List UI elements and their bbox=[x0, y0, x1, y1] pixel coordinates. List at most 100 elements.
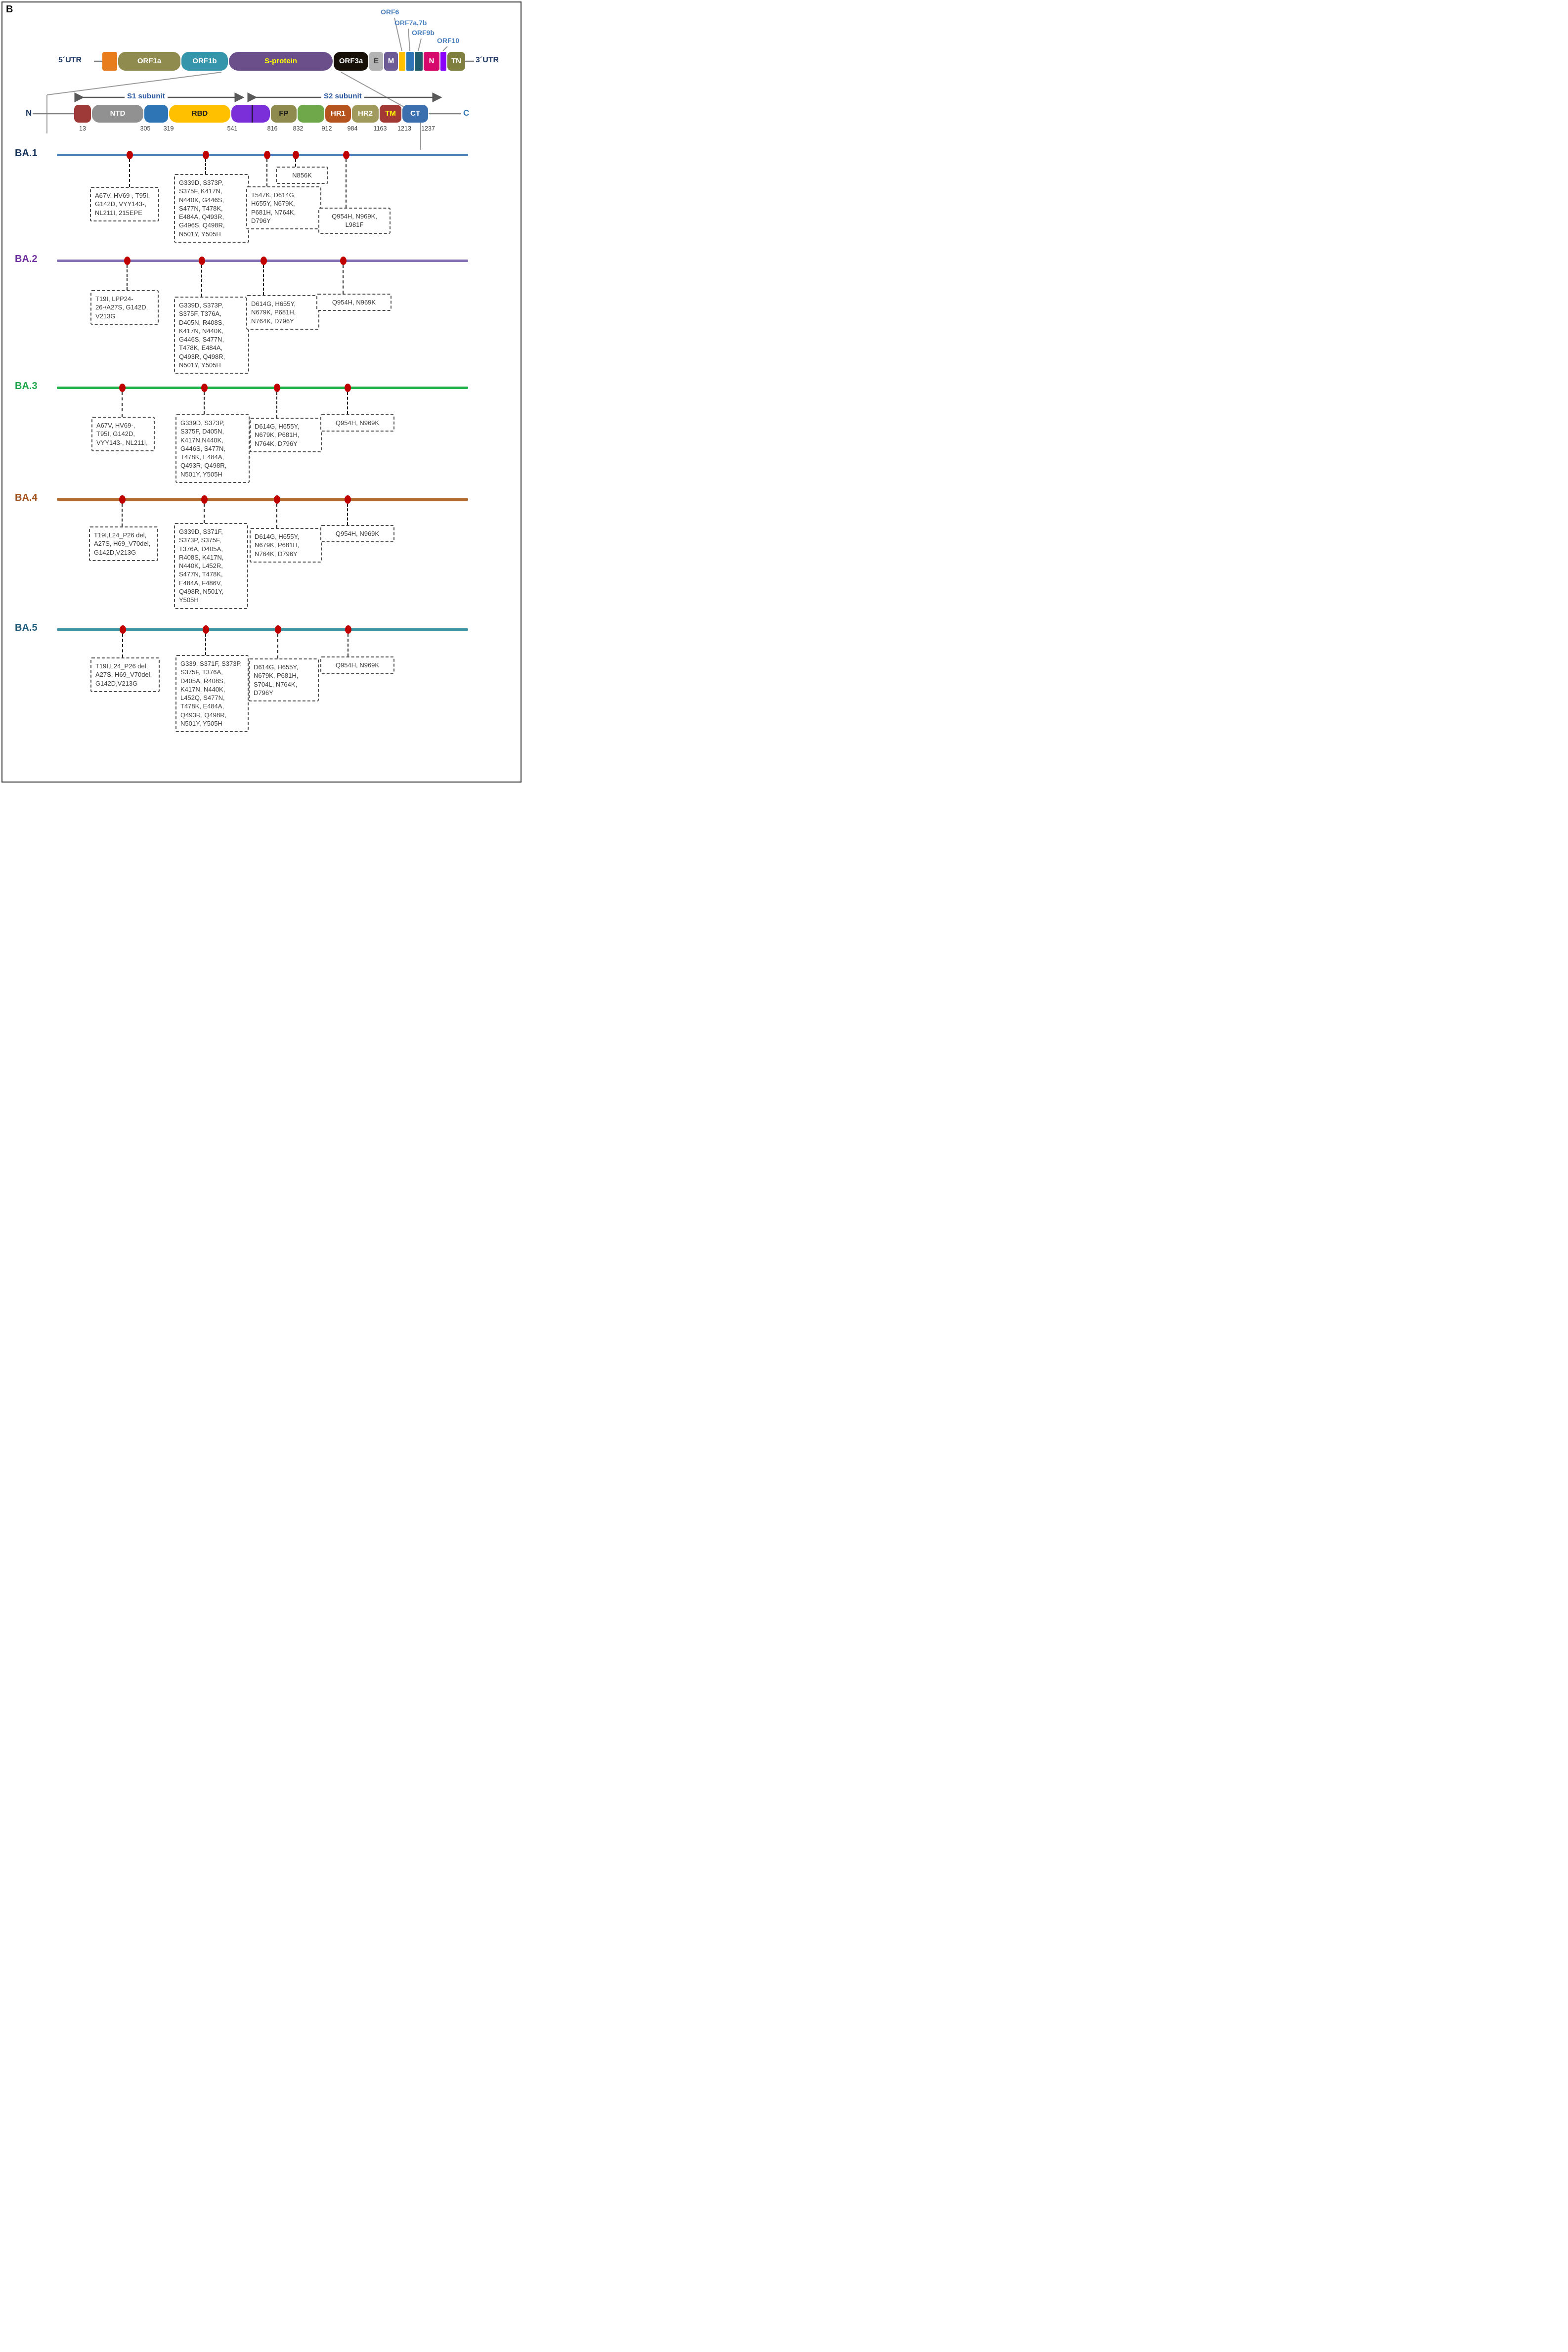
c-terminus-label: C bbox=[463, 108, 470, 118]
genome-segment-orf9b bbox=[415, 52, 423, 71]
spike-domain-fp: FP bbox=[271, 105, 297, 123]
genome-segment-leader bbox=[102, 52, 117, 71]
mutation-box: Q954H, N969K bbox=[320, 414, 394, 432]
spike-domain-ct: CT bbox=[402, 105, 428, 123]
spike-domain-sd bbox=[231, 105, 270, 123]
variant-label-ba2: BA.2 bbox=[15, 254, 38, 264]
residue-position: 984 bbox=[347, 125, 358, 132]
mutation-box: G339, S371F, S373P, S375F, T376A, D405A,… bbox=[175, 655, 249, 733]
orf7a7b-leader-line bbox=[408, 28, 410, 51]
callout-connector bbox=[122, 504, 123, 526]
mutation-dot bbox=[120, 625, 126, 634]
genome-segment-orf7a7b bbox=[406, 52, 414, 71]
mutation-dot bbox=[275, 625, 281, 634]
genome-segment-orf1b: ORF1b bbox=[181, 52, 228, 71]
variant-line-ba1 bbox=[57, 154, 468, 156]
mutation-box: T19I,L24_P26 del, A27S, H69_V70del, G142… bbox=[89, 526, 158, 561]
residue-position: 305 bbox=[140, 125, 151, 132]
mutation-dot bbox=[345, 384, 351, 392]
spike-domain-signal bbox=[74, 105, 91, 123]
mutation-dot bbox=[261, 257, 267, 265]
mutation-box: A67V, HV69-, T95I, G142D, VYY143-, NL211… bbox=[90, 187, 159, 221]
callout-connector bbox=[204, 504, 205, 523]
callout-connector bbox=[205, 159, 206, 174]
mutation-box: D614G, H655Y, N679K, P681H, N764K, D796Y bbox=[250, 418, 322, 452]
callout-connector bbox=[201, 265, 202, 297]
callout-connector bbox=[266, 159, 267, 186]
callout-connector bbox=[276, 392, 277, 418]
utr5-label: 5´UTR bbox=[58, 56, 82, 64]
callout-connector bbox=[122, 634, 123, 657]
mutation-dot bbox=[345, 495, 351, 504]
variant-label-ba1: BA.1 bbox=[15, 148, 38, 159]
callout-connector bbox=[277, 634, 278, 658]
callout-connector bbox=[263, 265, 264, 295]
residue-position: 1163 bbox=[373, 125, 387, 132]
residue-position: 832 bbox=[293, 125, 304, 132]
mutation-dot bbox=[119, 384, 126, 392]
variant-label-ba3: BA.3 bbox=[15, 381, 38, 392]
mutation-box: Q954H, N969K bbox=[320, 656, 394, 674]
genome-segment-n: N bbox=[424, 52, 439, 71]
genome-segment-e: E bbox=[369, 52, 383, 71]
spike-domain-linker2 bbox=[298, 105, 324, 123]
callout-connector bbox=[205, 634, 206, 655]
spike-domain-tm: TM bbox=[380, 105, 401, 123]
orf10-callout-label: ORF10 bbox=[437, 37, 460, 44]
mutation-dot bbox=[274, 495, 280, 504]
genome-segment-orf6 bbox=[399, 52, 405, 71]
mutation-dot bbox=[199, 257, 205, 265]
mutation-dot bbox=[343, 151, 349, 159]
residue-position: 816 bbox=[267, 125, 278, 132]
variant-label-ba4: BA.4 bbox=[15, 492, 38, 503]
mutation-dot bbox=[201, 384, 208, 392]
mutation-box: Q954H, N969K bbox=[316, 294, 392, 311]
residue-position: 1237 bbox=[421, 125, 435, 132]
spike-domain-rbd: RBD bbox=[169, 105, 230, 123]
genome-segment-orf3a: ORF3a bbox=[334, 52, 368, 71]
orf9b-callout-label: ORF9b bbox=[412, 29, 435, 37]
figure-label: B bbox=[6, 4, 13, 15]
callout-connector bbox=[129, 159, 130, 187]
mutation-dot bbox=[203, 625, 209, 634]
genome-segment-tn: TN bbox=[447, 52, 465, 71]
mutation-box: N856K bbox=[276, 167, 328, 184]
s1-subunit-label: S1 subunit bbox=[125, 92, 168, 100]
mutation-box: T19I,L24_P26 del, A27S, H69_V70del, G142… bbox=[90, 657, 160, 692]
orf7a7b-callout-label: ORF7a,7b bbox=[394, 19, 427, 27]
callout-connector bbox=[127, 265, 128, 290]
mutation-box: Q954H, N969K bbox=[320, 525, 394, 543]
residue-position: 319 bbox=[163, 125, 174, 132]
callout-connector bbox=[295, 159, 296, 167]
mutation-box: G339D, S373P, S375F, K417N, N440K, G446S… bbox=[174, 174, 249, 243]
variant-line-ba4 bbox=[57, 498, 468, 501]
mutation-box: Q954H, N969K, L981F bbox=[318, 208, 391, 234]
mutation-dot bbox=[274, 384, 280, 392]
callout-connector bbox=[276, 504, 277, 528]
variant-label-ba5: BA.5 bbox=[15, 622, 38, 633]
orf9b-leader-line bbox=[418, 38, 422, 51]
variant-line-ba3 bbox=[57, 387, 468, 389]
mutation-dot bbox=[119, 495, 126, 504]
orf10-leader-line bbox=[442, 46, 448, 51]
orf6-callout-label: ORF6 bbox=[381, 8, 399, 16]
callout-connector bbox=[347, 504, 348, 525]
residue-position: 912 bbox=[321, 125, 332, 132]
spike-domain-linker1 bbox=[144, 105, 168, 123]
n-terminus-label: N bbox=[26, 108, 32, 118]
mutation-box: G339D, S373P, S375F, D405N, K417N,N440K,… bbox=[175, 414, 250, 483]
mutation-box: A67V, HV69-, T95I, G142D, VYY143-, NL211… bbox=[91, 417, 155, 451]
genome-segment-s-protein: S-protein bbox=[229, 52, 333, 71]
mutation-box: T547K, D614G, H655Y, N679K, P681H, N764K… bbox=[246, 186, 321, 230]
spike-domain-ntd: NTD bbox=[92, 105, 143, 123]
mutation-box: D614G, H655Y, N679K, P681H, N764K, D796Y bbox=[250, 528, 322, 563]
callout-connector bbox=[343, 265, 344, 294]
mutation-box: G339D, S371F, S373P, S375F, T376A, D405A… bbox=[174, 523, 248, 609]
spike-domain-hr2: HR2 bbox=[352, 105, 379, 123]
mutation-box: T19I, LPP24-26-/A27S, G142D, V213G bbox=[90, 290, 159, 325]
mutation-dot bbox=[345, 625, 351, 634]
mutation-dot bbox=[201, 495, 208, 504]
mutation-dot bbox=[340, 257, 347, 265]
connector-lines-layer bbox=[33, 17, 474, 150]
callout-connector bbox=[346, 159, 347, 208]
